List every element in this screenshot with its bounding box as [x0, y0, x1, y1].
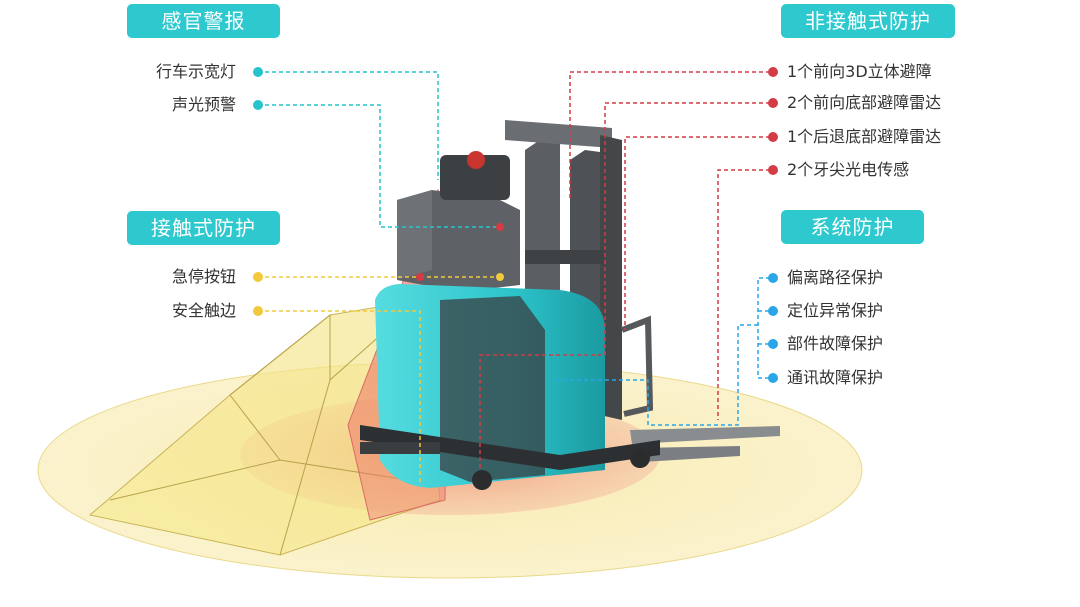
sensory-alarm-item: 行车示宽灯	[155, 62, 236, 81]
carriage-frame	[525, 250, 605, 264]
connector-line	[569, 71, 770, 200]
target-dot	[496, 273, 504, 281]
bullet-dot	[768, 339, 778, 349]
connector-line	[479, 102, 770, 470]
detection-volume-edge	[279, 379, 331, 556]
bullet-dot	[253, 67, 263, 77]
non-contact-protection-item: 1个后退底部避障雷达	[787, 127, 942, 146]
bullet-dot	[768, 306, 778, 316]
bullet-dot	[768, 273, 778, 283]
bullet-dot	[253, 306, 263, 316]
bullet-dot	[253, 100, 263, 110]
system-protection-item: 定位异常保护	[787, 301, 884, 320]
non-contact-protection-title: 非接触式防护	[781, 4, 955, 38]
connector-line	[717, 169, 770, 420]
mast-front	[525, 140, 560, 306]
target-dot	[416, 273, 424, 281]
system-protection-item: 偏离路径保护	[787, 268, 884, 287]
target-dot	[496, 223, 504, 231]
robot-base	[360, 425, 660, 470]
sensory-alarm-title: 感官警报	[127, 4, 280, 38]
bullet-dot	[768, 373, 778, 383]
non-contact-protection-item: 1个前向3D立体避障	[787, 62, 932, 81]
sensor-housing-side	[397, 190, 432, 280]
wheel	[630, 448, 650, 468]
detection-volume-edge	[229, 299, 421, 396]
non-contact-protection-item: 2个前向底部避障雷达	[787, 93, 942, 112]
fork-lower	[640, 446, 740, 462]
contact-protection-title: 接触式防护	[127, 211, 280, 245]
bullet-dot	[768, 165, 778, 175]
fork-upper	[630, 426, 780, 444]
connector-line	[258, 104, 500, 228]
sensory-alarm-item: 声光预警	[171, 95, 236, 114]
system-protection-item: 部件故障保护	[787, 334, 884, 353]
non-contact-protection-item: 2个牙尖光电传感	[787, 160, 910, 179]
connector-line	[624, 136, 770, 330]
connector-line	[556, 324, 758, 426]
contact-protection-item: 急停按钮	[171, 267, 236, 286]
connector-line	[258, 71, 439, 180]
contact-protection-item: 安全触边	[171, 301, 236, 320]
bullet-dot	[768, 67, 778, 77]
wheel	[472, 470, 492, 490]
control-panel	[440, 155, 510, 200]
bumper-strip	[360, 442, 440, 454]
detection-volume-edge	[229, 394, 281, 461]
system-protection-title: 系统防护	[781, 210, 924, 244]
connector-line	[258, 310, 421, 485]
mast-top-beam	[505, 120, 612, 148]
bullet-dot	[253, 272, 263, 282]
connector-line	[757, 277, 770, 379]
rear-handle	[620, 315, 654, 417]
bullet-dot	[768, 98, 778, 108]
system-protection-item: 通讯故障保护	[787, 368, 884, 387]
warning-light	[467, 151, 485, 169]
robot-body-front	[440, 296, 545, 482]
bullet-dot	[768, 132, 778, 142]
